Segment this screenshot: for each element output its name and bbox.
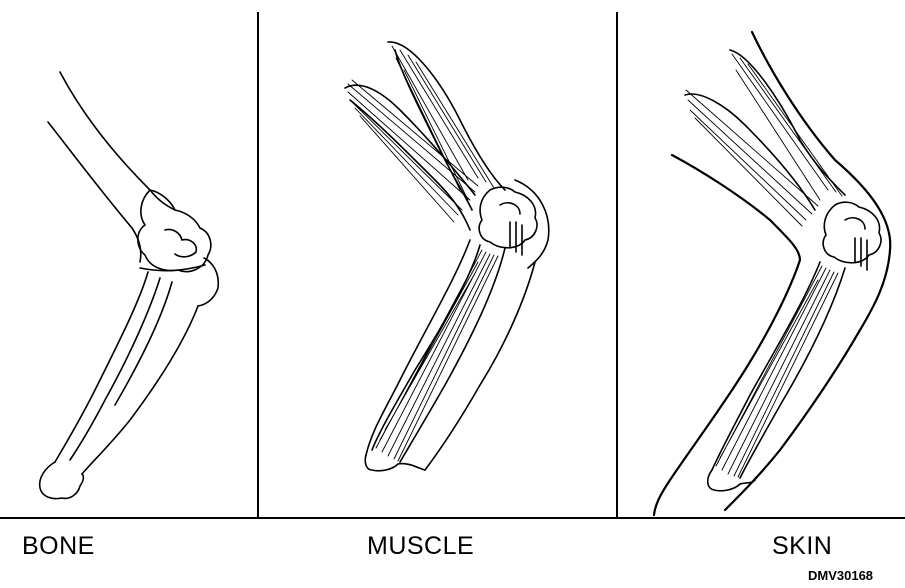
wrist-end	[40, 462, 84, 499]
skin-arm-drawing	[654, 32, 890, 515]
figure-code: DMV30168	[808, 568, 873, 583]
muscle-arm-drawing	[345, 42, 549, 471]
skin-outline-outer	[725, 32, 890, 510]
panel-label-skin: SKIN	[772, 532, 832, 561]
forearm-muscle-bundle	[372, 245, 505, 462]
muscle-elbow-joint	[479, 187, 537, 248]
panel-label-bone: BONE	[22, 532, 95, 561]
olecranon	[198, 258, 218, 306]
radius-bone	[55, 272, 148, 462]
skin-elbow-joint	[823, 202, 881, 263]
bone-arm-drawing	[40, 72, 219, 499]
panel-label-muscle: MUSCLE	[367, 532, 474, 561]
humerus-bone	[48, 72, 175, 262]
